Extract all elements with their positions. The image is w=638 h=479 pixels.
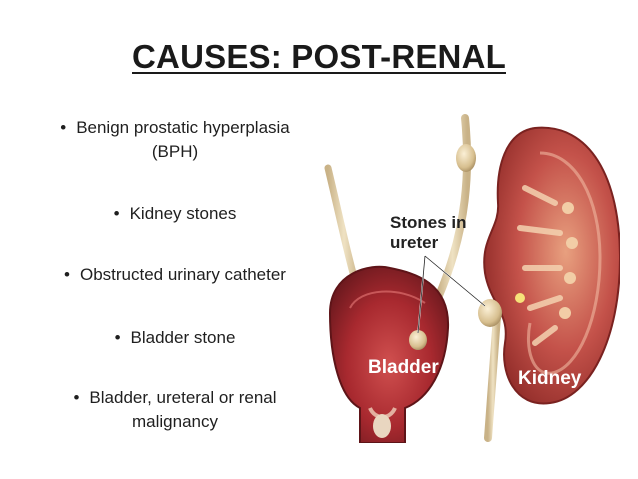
stone-bladder bbox=[409, 330, 427, 350]
bullet-glyph: • bbox=[73, 388, 80, 407]
bullet-text: Obstructed urinary catheter bbox=[79, 265, 286, 284]
bullet-text: Benign prostatic hyperplasia bbox=[76, 118, 290, 137]
label-stones-line2: ureter bbox=[390, 233, 439, 252]
bullet-glyph: • bbox=[114, 328, 121, 347]
bullet-item-malignancy: • Bladder, ureteral or renal malignancy bbox=[30, 386, 320, 434]
bullet-item-bladder-stone: • Bladder stone bbox=[30, 326, 320, 350]
slide-title: CAUSES: POST-RENAL bbox=[132, 38, 506, 75]
bullet-item-bph: • Benign prostatic hyperplasia (BPH) bbox=[30, 116, 320, 164]
bullet-item-catheter: • Obstructed urinary catheter bbox=[30, 263, 320, 287]
label-kidney: Kidney bbox=[518, 368, 582, 389]
bullet-text-continued: (BPH) bbox=[151, 142, 199, 161]
stone-upper bbox=[456, 144, 476, 172]
bladder-icon bbox=[328, 265, 450, 443]
urinary-tract-illustration: Stones in ureter Bladder Kidney bbox=[324, 114, 620, 443]
bullet-glyph: • bbox=[113, 204, 120, 223]
bullet-text: Kidney stones bbox=[129, 204, 237, 223]
bullet-item-kidney-stones: • Kidney stones bbox=[30, 202, 320, 226]
kidney-icon bbox=[483, 126, 620, 405]
bullet-glyph: • bbox=[64, 265, 70, 284]
label-bladder: Bladder bbox=[368, 357, 439, 378]
bullet-text-continued: malignancy bbox=[132, 412, 218, 431]
ureter-right bbox=[434, 114, 472, 302]
label-stones-line1: Stones in bbox=[390, 213, 467, 232]
bullet-text: Bladder, ureteral or renal bbox=[89, 388, 277, 407]
bullet-glyph: • bbox=[60, 118, 67, 137]
bullet-text: Bladder stone bbox=[130, 328, 236, 347]
